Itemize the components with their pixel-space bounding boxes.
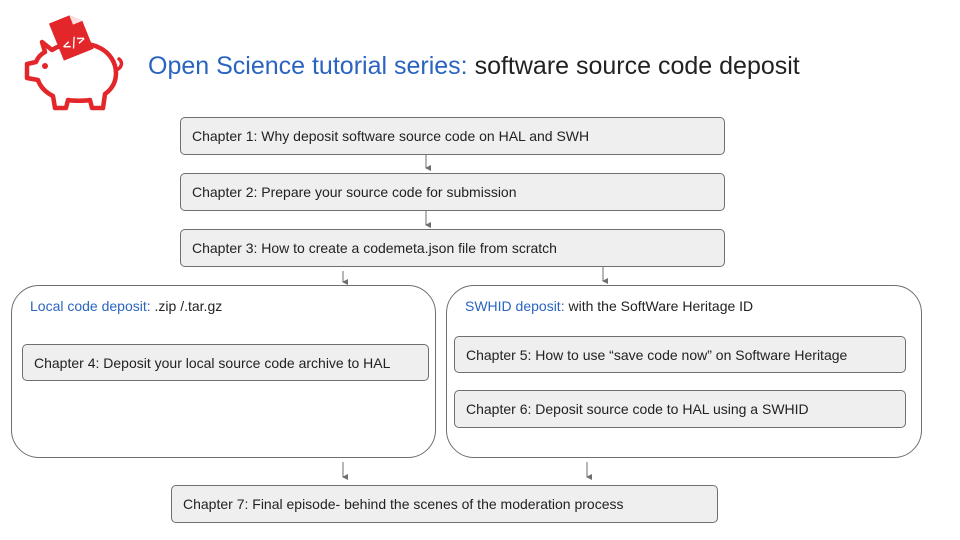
chapter-7-box: Chapter 7: Final episode- behind the sce… (171, 485, 718, 523)
chapter-3-box: Chapter 3: How to create a codemeta.json… (180, 229, 725, 267)
swhid-deposit-detail: with the SoftWare Heritage ID (564, 298, 754, 314)
swhid-deposit-label: SWHID deposit: (465, 298, 565, 314)
chapter-4-label: Chapter 4: Deposit your local source cod… (34, 354, 391, 371)
title-series: Open Science tutorial series: (148, 52, 468, 80)
chapter-2-box: Chapter 2: Prepare your source code for … (180, 173, 725, 211)
local-deposit-heading: Local code deposit: .zip /.tar.gz (30, 298, 222, 314)
chapter-5-label: Chapter 5: How to use “save code now” on… (466, 346, 848, 363)
chapter-3-label: Chapter 3: How to create a codemeta.json… (192, 240, 557, 256)
swhid-deposit-heading: SWHID deposit: with the SoftWare Heritag… (465, 298, 753, 314)
chapter-4-box: Chapter 4: Deposit your local source cod… (22, 344, 429, 381)
chapter-2-label: Chapter 2: Prepare your source code for … (192, 184, 517, 200)
piggy-bank-logo-icon: </> (24, 15, 124, 111)
chapter-6-box: Chapter 6: Deposit source code to HAL us… (454, 390, 906, 428)
local-deposit-label: Local code deposit: (30, 298, 151, 314)
chapter-1-label: Chapter 1: Why deposit software source c… (192, 128, 590, 144)
page-title: Open Science tutorial series: software s… (148, 51, 800, 81)
chapter-1-box: Chapter 1: Why deposit software source c… (180, 117, 725, 155)
chapter-7-label: Chapter 7: Final episode- behind the sce… (183, 496, 624, 512)
chapter-5-box: Chapter 5: How to use “save code now” on… (454, 336, 906, 373)
chapter-6-label: Chapter 6: Deposit source code to HAL us… (466, 401, 809, 417)
title-topic: software source code deposit (474, 52, 800, 80)
local-deposit-format: .zip /.tar.gz (150, 298, 223, 314)
